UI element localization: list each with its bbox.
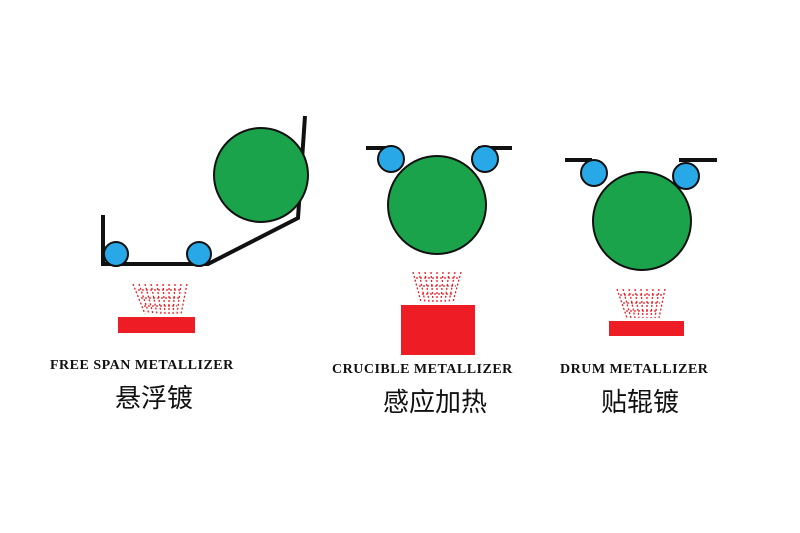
crucible-guide-roller-left <box>377 145 405 173</box>
free-span-vapor-plume <box>132 283 188 315</box>
free-span-label-zh: 悬浮镀 <box>115 384 194 414</box>
crucible-schematic <box>366 145 512 355</box>
drum-vapor-plume <box>616 288 666 319</box>
drum-guide-roller-right <box>672 162 700 190</box>
drum-label-en: DRUM METALLIZER <box>560 362 709 377</box>
crucible-label-en: CRUCIBLE METALLIZER <box>332 362 513 377</box>
drum-label-zh: 贴辊镀 <box>601 388 680 418</box>
drum-evaporation-source <box>609 321 684 336</box>
free-span-label-en: FREE SPAN METALLIZER <box>50 358 234 373</box>
crucible-label-zh: 感应加热 <box>383 388 488 418</box>
crucible-evaporation-source <box>401 305 475 355</box>
drum-main-drum <box>592 171 692 271</box>
free-span-drum <box>213 127 309 223</box>
crucible-vapor-plume <box>412 271 462 303</box>
crucible-drum <box>387 155 487 255</box>
free-span-evaporation-source <box>118 317 195 333</box>
free-span-schematic <box>101 115 309 333</box>
free-span-guide-roller-right <box>186 241 212 267</box>
free-span-guide-roller-left <box>103 241 129 267</box>
crucible-guide-roller-right <box>471 145 499 173</box>
drum-guide-roller-left <box>580 159 608 187</box>
drum-schematic <box>565 158 717 336</box>
